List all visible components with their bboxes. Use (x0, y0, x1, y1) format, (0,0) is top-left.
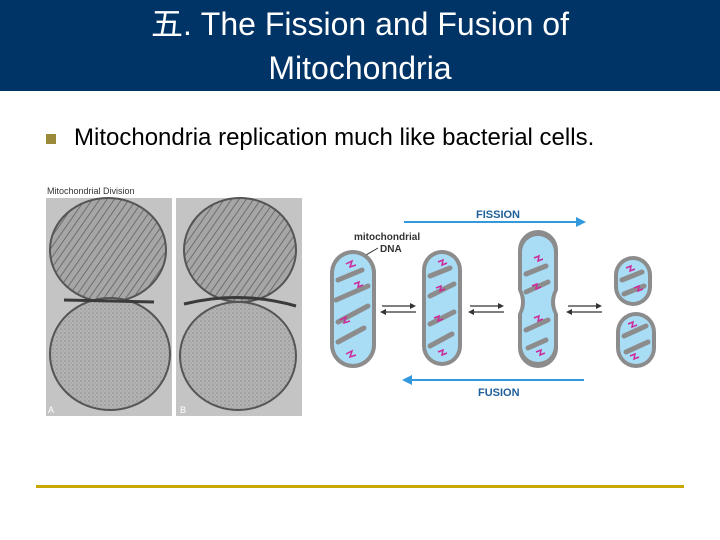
mitochondrion-2 (422, 250, 462, 366)
fission-arrow (404, 217, 586, 227)
slide-title-line-1: 五. The Fission and Fusion of (151, 6, 569, 42)
bullet-text: Mitochondria replication much like bacte… (74, 124, 595, 151)
micrograph-caption: Mitochondrial Division (47, 186, 135, 196)
panel-label-a: A (48, 405, 55, 415)
equilibrium-arrows-3 (566, 303, 602, 315)
equilibrium-arrows-1 (380, 303, 416, 315)
mitochondrion-3 (518, 230, 558, 368)
dna-label-line-1: mitochondrial (354, 232, 420, 243)
mitochondrion-4-bottom (616, 312, 656, 368)
equilibrium-arrows-2 (468, 303, 504, 315)
bullet-marker (46, 134, 56, 144)
fusion-arrow (402, 375, 584, 385)
micrograph-panel-b (176, 197, 302, 416)
panel-label-b: B (180, 405, 187, 415)
dna-label-line-2: DNA (380, 244, 402, 255)
fission-fusion-diagram: FISSION mitochondrial DNA (330, 209, 656, 399)
title-bar: 五. The Fission and Fusion of Mitochondri… (0, 0, 720, 91)
micrograph-panel-a (46, 197, 172, 416)
mitochondrion-1 (330, 250, 376, 368)
slide-title-line-2: Mitochondria (268, 50, 452, 86)
mitochondrion-4-top (614, 256, 652, 306)
fission-label: FISSION (476, 209, 520, 221)
micrograph-figure (44, 184, 302, 418)
fusion-label: FUSION (478, 387, 520, 399)
footer-rule (36, 485, 684, 488)
